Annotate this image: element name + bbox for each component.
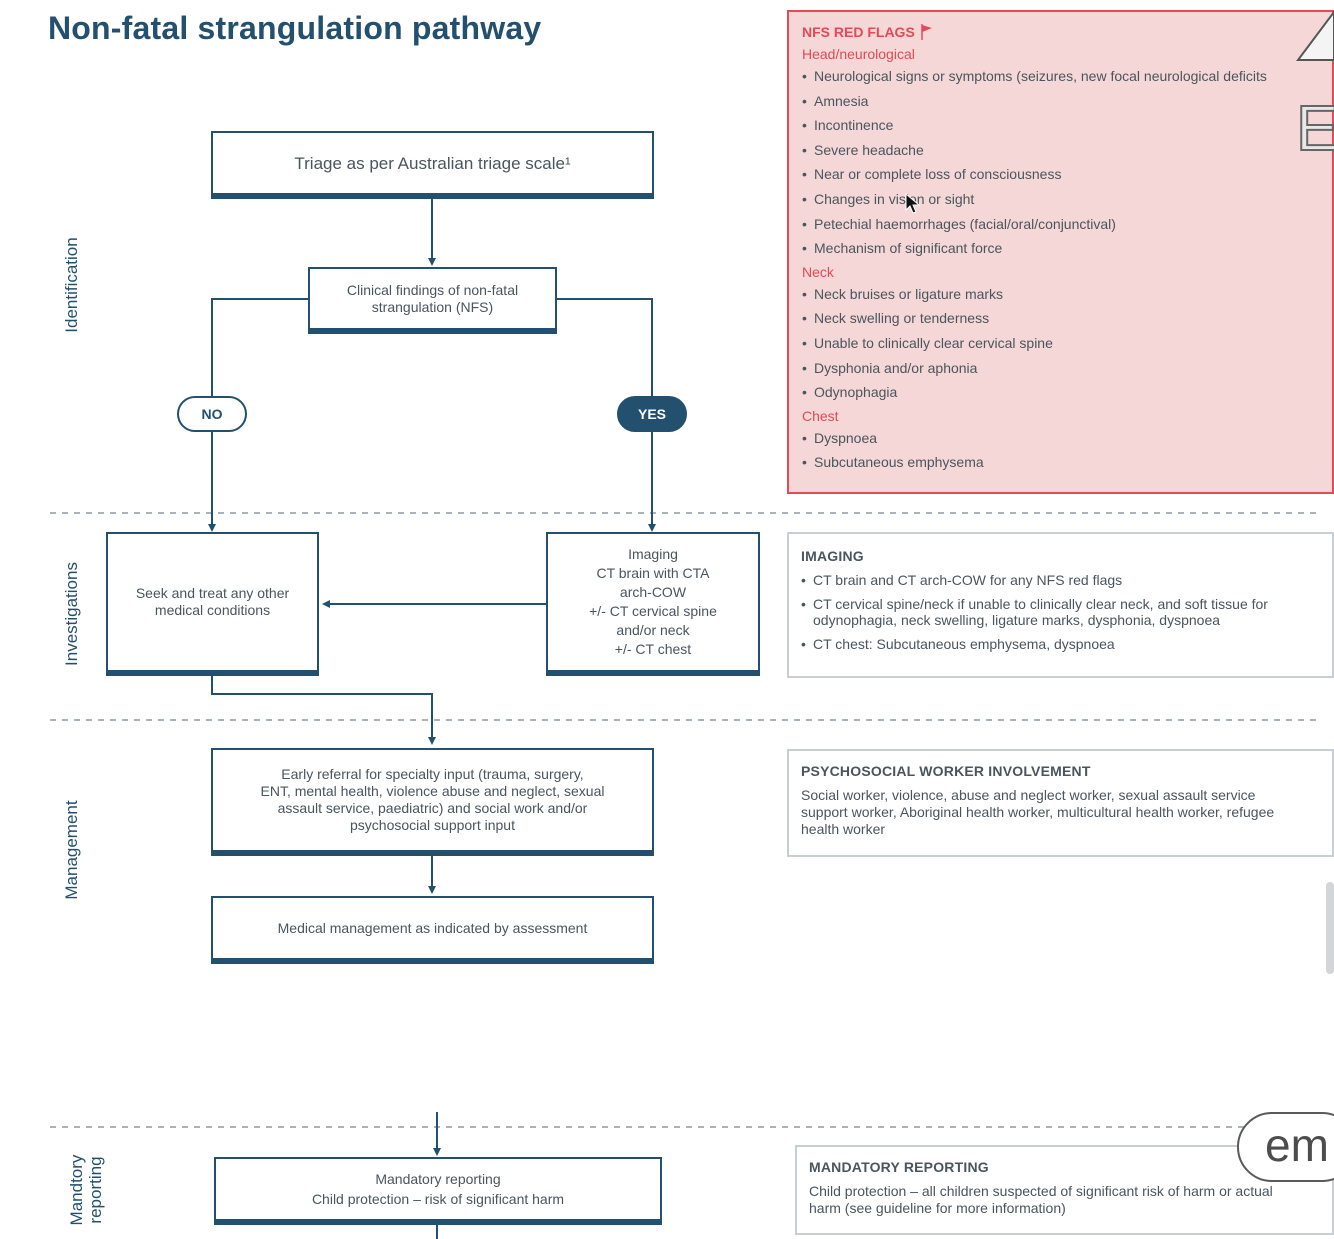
early-referral-box: Early referral for specialty input (trau…: [211, 748, 654, 856]
clinical-findings-line: strangulation (NFS): [371, 298, 494, 315]
logo-badge: em: [1237, 1112, 1334, 1182]
corner-overlay-graphic: E: [1295, 10, 1334, 160]
red-flags-heading-row: NFS RED FLAGS: [802, 24, 1332, 40]
red-flags-panel: NFS RED FLAGS Head/neurological Neurolog…: [787, 10, 1334, 494]
section-label-investigations: Investigations: [62, 562, 81, 666]
imaging-panel-item: CT cervical spine/neck if unable to clin…: [801, 596, 1320, 628]
corner-overlay-letter: E: [1296, 92, 1334, 160]
line-findings-to-no: [211, 298, 308, 397]
clinical-findings-box: Clinical findings of non-fatal strangula…: [308, 267, 557, 334]
red-flag-item: Changes in vision or sight: [802, 190, 1332, 208]
medical-management-text: Medical management as indicated by asses…: [277, 919, 588, 936]
medical-management-box: Medical management as indicated by asses…: [211, 896, 654, 964]
section-label-identification: Identification: [62, 237, 81, 333]
line-findings-to-yes: [556, 298, 653, 397]
imaging-box: Imaging CT brain with CTA arch-COW +/- C…: [546, 532, 760, 676]
page-title: Non-fatal strangulation pathway: [48, 10, 542, 46]
early-referral-line: Early referral for specialty input (trau…: [281, 766, 584, 782]
mouse-cursor-icon: [905, 193, 921, 214]
red-flag-item: Amnesia: [802, 92, 1332, 110]
mandatory-panel-text: Child protection – all children suspecte…: [809, 1183, 1273, 1216]
mandatory-box-line: Child protection – risk of significant h…: [311, 1191, 565, 1207]
red-flag-item: Unable to clinically clear cervical spin…: [802, 334, 1332, 352]
seek-treat-line: Seek and treat any other: [135, 585, 290, 601]
red-flag-item: Petechial haemorrhages (facial/oral/conj…: [802, 215, 1332, 233]
seek-treat-line: medical conditions: [154, 602, 271, 618]
red-flags-category: Neck: [802, 263, 834, 280]
red-flags-category: Chest: [802, 407, 839, 424]
triage-box: Triage as per Australian triage scale¹: [211, 131, 654, 199]
psychosocial-panel-heading: PSYCHOSOCIAL WORKER INVOLVEMENT: [801, 763, 1091, 779]
decision-no-pill: NO: [177, 396, 247, 432]
triage-text: Triage as per Australian triage scale¹: [294, 153, 571, 173]
imaging-panel-heading: IMAGING: [801, 548, 864, 564]
logo-badge-text: em: [1265, 1119, 1329, 1171]
red-flag-item: Subcutaneous emphysema: [802, 453, 1332, 471]
imaging-line: arch-COW: [619, 584, 687, 600]
red-flag-item: Mechanism of significant force: [802, 239, 1332, 257]
section-label-mandatory-reporting: Mandtory reporting: [67, 1145, 107, 1235]
mandatory-box-line: Mandatory reporting: [375, 1171, 501, 1187]
imaging-panel: IMAGING CT brain and CT arch-COW for any…: [787, 532, 1334, 678]
imaging-line: and/or neck: [616, 622, 690, 638]
clinical-findings-line: Clinical findings of non-fatal: [346, 281, 519, 298]
imaging-line: +/- CT chest: [614, 641, 692, 657]
red-flag-item: Near or complete loss of consciousness: [802, 165, 1332, 183]
psychosocial-panel-text: Social worker, violence, abuse and negle…: [801, 787, 1275, 837]
psychosocial-panel: PSYCHOSOCIAL WORKER INVOLVEMENT Social w…: [787, 749, 1334, 857]
early-referral-line: assault service, paediatric) and social …: [277, 800, 588, 816]
red-flag-item: Odynophagia: [802, 383, 1332, 401]
early-referral-line: ENT, mental health, violence abuse and n…: [260, 783, 605, 799]
seek-treat-box: Seek and treat any other medical conditi…: [106, 532, 319, 676]
red-flag-item: Severe headache: [802, 141, 1332, 159]
mandatory-panel-heading: MANDATORY REPORTING: [809, 1159, 989, 1175]
section-label-management: Management: [62, 800, 81, 900]
red-flag-item: Dysphonia and/or aphonia: [802, 359, 1332, 377]
red-flag-item: Neck swelling or tenderness: [802, 309, 1332, 327]
decision-no-label: NO: [201, 406, 223, 422]
red-flags-category: Head/neurological: [802, 46, 915, 62]
early-referral-line: psychosocial support input: [350, 817, 515, 833]
imaging-line: CT brain with CTA: [596, 565, 710, 581]
imaging-line: Imaging: [628, 546, 678, 562]
flag-icon: [921, 24, 932, 40]
arrow-seek-to-referral: [211, 676, 436, 745]
red-flags-heading: NFS RED FLAGS: [802, 24, 915, 40]
mandatory-reporting-panel: MANDATORY REPORTING Child protection – a…: [795, 1145, 1334, 1235]
section-label-mandatory-line1: Mandtory: [67, 1154, 86, 1226]
red-flag-item: Neck bruises or ligature marks: [802, 285, 1332, 303]
decision-yes-label: YES: [637, 406, 666, 422]
red-flag-item: Dyspnoea: [802, 429, 1332, 447]
imaging-panel-item: CT chest: Subcutaneous emphysema, dyspno…: [801, 636, 1320, 652]
red-flag-item: Incontinence: [802, 116, 1332, 134]
imaging-panel-item: CT brain and CT arch-COW for any NFS red…: [801, 572, 1320, 588]
decision-yes-pill: YES: [617, 396, 687, 432]
scrollbar-thumb[interactable]: [1326, 882, 1334, 974]
imaging-line: +/- CT cervical spine: [589, 603, 717, 619]
section-label-mandatory-line2: reporting: [86, 1156, 105, 1224]
mandatory-reporting-box: Mandatory reporting Child protection – r…: [214, 1157, 662, 1225]
red-flag-item: Neurological signs or symptoms (seizures…: [802, 67, 1332, 85]
